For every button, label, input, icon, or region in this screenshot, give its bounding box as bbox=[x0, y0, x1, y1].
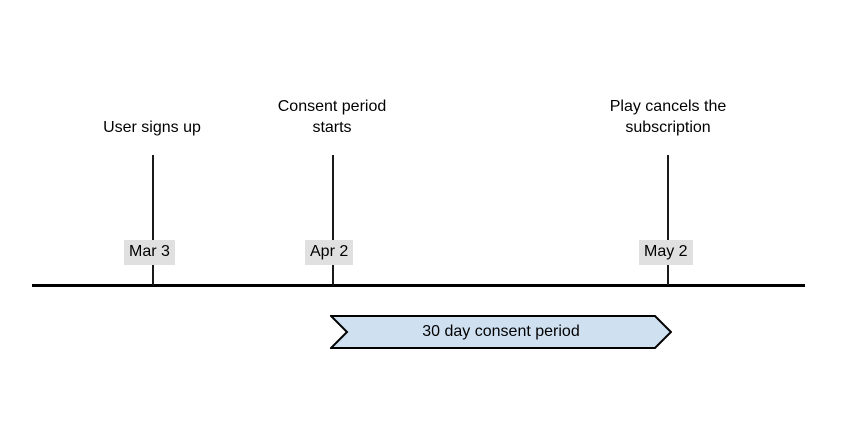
milestone-date-consent-period-starts: Apr 2 bbox=[305, 240, 354, 265]
milestone-tick-consent-period-starts bbox=[332, 155, 334, 285]
milestone-date-play-cancels-subscription: May 2 bbox=[639, 240, 693, 265]
milestone-date-user-signs-up: Mar 3 bbox=[124, 240, 175, 265]
event-title-user-signs-up: User signs up bbox=[103, 119, 201, 136]
event-title-consent-period-starts: Consent period starts bbox=[277, 98, 387, 136]
timeline-axis bbox=[32, 284, 805, 287]
event-title-play-cancels-subscription: Play cancels the subscription bbox=[609, 98, 727, 136]
consent-period-banner-shape bbox=[330, 315, 672, 349]
milestone-tick-play-cancels-subscription bbox=[667, 155, 669, 285]
consent-period-banner: 30 day consent period bbox=[330, 315, 672, 349]
banner-arrow-polygon bbox=[330, 315, 672, 349]
milestone-tick-user-signs-up bbox=[152, 155, 154, 285]
